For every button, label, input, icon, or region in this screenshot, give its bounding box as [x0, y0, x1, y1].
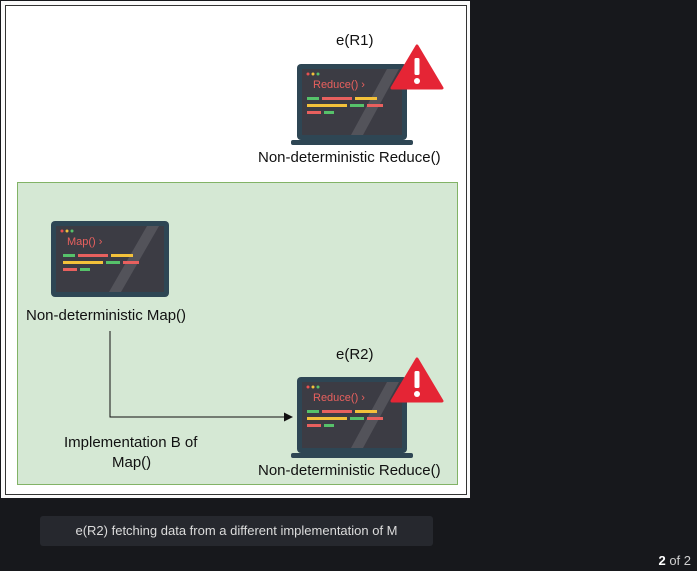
slide-pager[interactable]: 2 of 2	[658, 553, 691, 568]
slide-caption: e(R2) fetching data from a different imp…	[40, 516, 433, 546]
reduce-top-caption: Non-deterministic Reduce()	[258, 149, 441, 166]
arrow-label-line1: Implementation B of	[64, 434, 198, 451]
arrow-label-line2: Map()	[112, 454, 152, 471]
diagram-canvas: e(R1) Reduce() › Non-deterministic Reduc…	[5, 5, 467, 495]
laptop-icon-reduce-bottom: Reduce() ›	[291, 377, 413, 458]
laptop-screen-label: Reduce() ›	[313, 392, 365, 404]
warning-icon-r2	[390, 357, 444, 403]
slide-frame: e(R1) Reduce() › Non-deterministic Reduc…	[1, 1, 470, 498]
laptop-icon-reduce-top: Reduce() ›	[291, 64, 413, 145]
laptop-screen-label: Map() ›	[67, 236, 103, 248]
error-label-r1: e(R1)	[336, 32, 374, 49]
pager-current: 2	[658, 553, 666, 568]
error-label-r2: e(R2)	[336, 346, 374, 363]
pager-total: of 2	[669, 553, 691, 568]
laptop-icon-map: Map() ›	[51, 221, 169, 297]
flow-arrow	[109, 331, 293, 422]
warning-icon-r1	[390, 44, 444, 90]
laptop-screen-label: Reduce() ›	[313, 79, 365, 91]
reduce-bottom-caption: Non-deterministic Reduce()	[258, 462, 441, 479]
map-caption: Non-deterministic Map()	[26, 307, 187, 324]
